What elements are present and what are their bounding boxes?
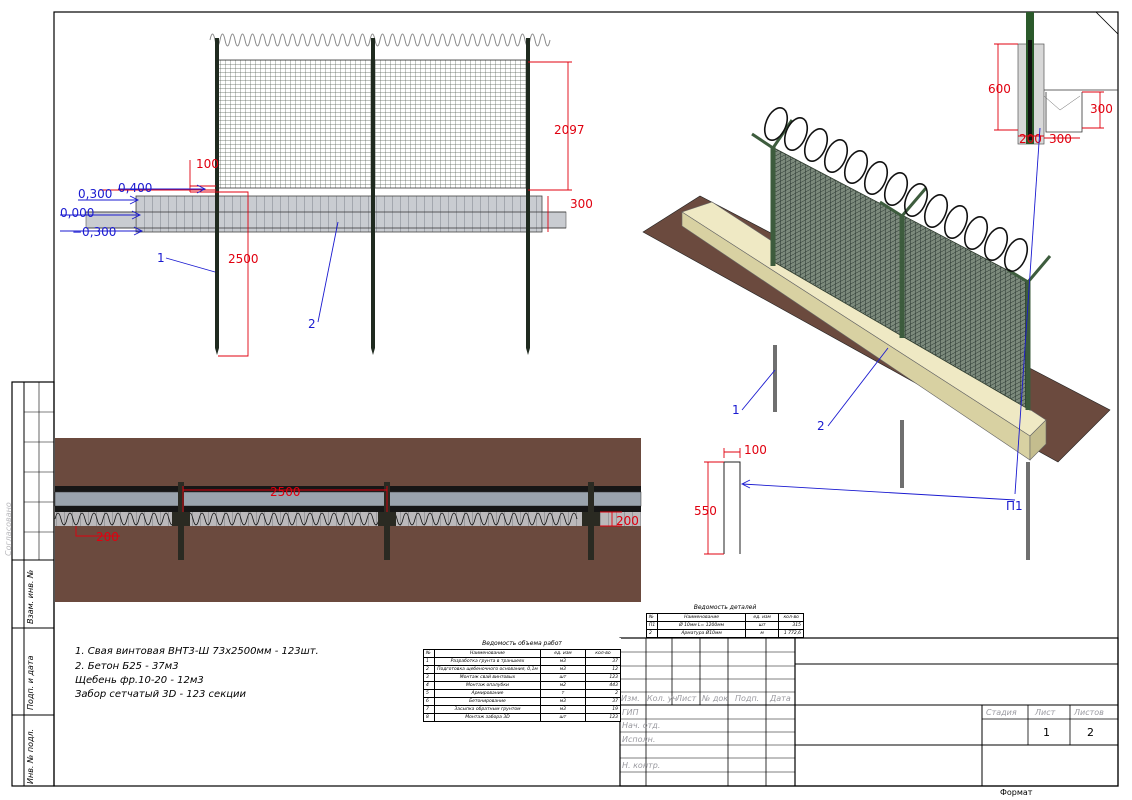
format-label: Формат <box>1000 788 1033 797</box>
side-podp-data: Подп. и дата <box>26 655 35 711</box>
details-header-unit: ед. изм <box>744 613 780 622</box>
note-gravel: Щебень фр.10-20 - 12м3 <box>75 675 204 686</box>
table-row: 2 Арматура Ø10мм м 1 772,6 <box>645 629 804 638</box>
dim-footing-300: 300 <box>570 197 593 211</box>
leader-label-2: 2 <box>308 317 316 331</box>
role-ispoln: Исполн. <box>622 735 656 744</box>
plan-dim-2500: 2500 <box>270 485 301 499</box>
note-piles: 1. Свая винтовая ВНТ3-Ш 73x2500мм - 123ш… <box>75 646 319 657</box>
iso-leader-p1: П1 <box>1006 499 1023 513</box>
pile-tips <box>215 348 530 355</box>
details-header-qty: кол-во <box>778 613 804 622</box>
leader-label-1: 1 <box>157 251 165 265</box>
plan-dim-200-right: 200 <box>616 514 639 528</box>
front-dimensions <box>100 61 572 357</box>
rev-header-kol: Кол. уч <box>647 694 678 703</box>
side-inv-podl: Инв. № подл. <box>26 728 35 784</box>
rev-header-data: Дата <box>770 694 791 703</box>
stage-label: Стадия <box>986 708 1017 717</box>
role-gip: ГИП <box>622 708 639 717</box>
razor-wire-coil <box>209 33 551 47</box>
plan-dimensions <box>75 486 622 537</box>
side-soglasovano: Согласовано <box>4 502 13 556</box>
side-stamp <box>11 381 55 787</box>
rebar-dim-550: 550 <box>694 504 717 518</box>
rev-header-podp: Подп. <box>735 694 760 703</box>
section-dim-300-h: 300 <box>1090 102 1113 116</box>
title-block <box>619 637 1119 787</box>
works-header-name: Наименование <box>434 649 541 658</box>
sheets-count: 2 <box>1087 726 1094 739</box>
level-minus0300: −0,300 <box>72 225 116 239</box>
side-vzam-inv: Взам. инв. № <box>26 569 35 624</box>
role-n-kontr: Н. контр. <box>622 761 661 770</box>
details-header-name: Наименование <box>657 613 746 622</box>
works-header-unit: ед. изм <box>539 649 586 658</box>
details-table: Ведомость деталей № Наименование ед. изм… <box>645 602 804 638</box>
iso-leaders <box>740 127 1041 501</box>
iso-piles <box>773 345 1030 560</box>
plan-dim-200-left: 200 <box>96 530 119 544</box>
section-dim-300-w: 300 <box>1049 132 1072 146</box>
fence-post <box>215 38 530 348</box>
note-concrete: 2. Бетон Б25 - 37м3 <box>75 661 179 672</box>
level-0400: 0,400 <box>118 181 152 195</box>
dim-pile-2500: 2500 <box>228 252 259 266</box>
section-dim-600: 600 <box>988 82 1011 96</box>
section-dim-200: 200 <box>1019 132 1042 146</box>
iso-razor-coil <box>763 106 1029 273</box>
mesh-panel-left <box>217 59 375 189</box>
level-0000: 0,000 <box>60 206 94 220</box>
dim-offset-100: 100 <box>196 157 219 171</box>
plan-posts <box>172 482 600 560</box>
level-0300: 0,300 <box>78 187 112 201</box>
rebar-dim-100: 100 <box>744 443 767 457</box>
rev-header-doc: № док <box>702 694 729 703</box>
plan-view <box>54 438 642 602</box>
role-nach-otd: Нач. отд. <box>622 721 661 730</box>
section-detail <box>1017 12 1118 145</box>
strip-footing <box>135 195 543 233</box>
sheet-number: 1 <box>1043 726 1050 739</box>
rev-header-izm: Изм. <box>621 694 640 703</box>
mesh-panel-right <box>373 59 529 189</box>
iso-leader-2: 2 <box>817 419 825 433</box>
details-header-num: № <box>645 613 659 622</box>
details-table-caption: Ведомость деталей <box>646 602 804 614</box>
iso-leader-1: 1 <box>732 403 740 417</box>
works-header-num: № <box>423 649 435 658</box>
plan-razor-coil <box>54 512 578 526</box>
works-table: Ведомость объема работ № Наименование ед… <box>423 638 622 722</box>
section-dimensions <box>994 43 1104 139</box>
dim-height-2097: 2097 <box>554 123 585 137</box>
works-header-qty: кол-во <box>584 649 622 658</box>
sheets-label: Листов <box>1074 708 1104 717</box>
note-fence: Забор сетчатый 3D - 123 секции <box>75 689 247 700</box>
iso-view <box>642 106 1111 560</box>
front-view <box>85 33 567 355</box>
rev-header-list: Лист <box>676 694 697 703</box>
front-leaders <box>60 184 339 323</box>
rebar-detail <box>704 448 741 555</box>
works-table-caption: Ведомость объема работ <box>423 638 621 650</box>
table-row: П1 Ø 10мм L= 1200мм шт 315 <box>645 621 804 630</box>
sheet-label: Лист <box>1035 708 1056 717</box>
